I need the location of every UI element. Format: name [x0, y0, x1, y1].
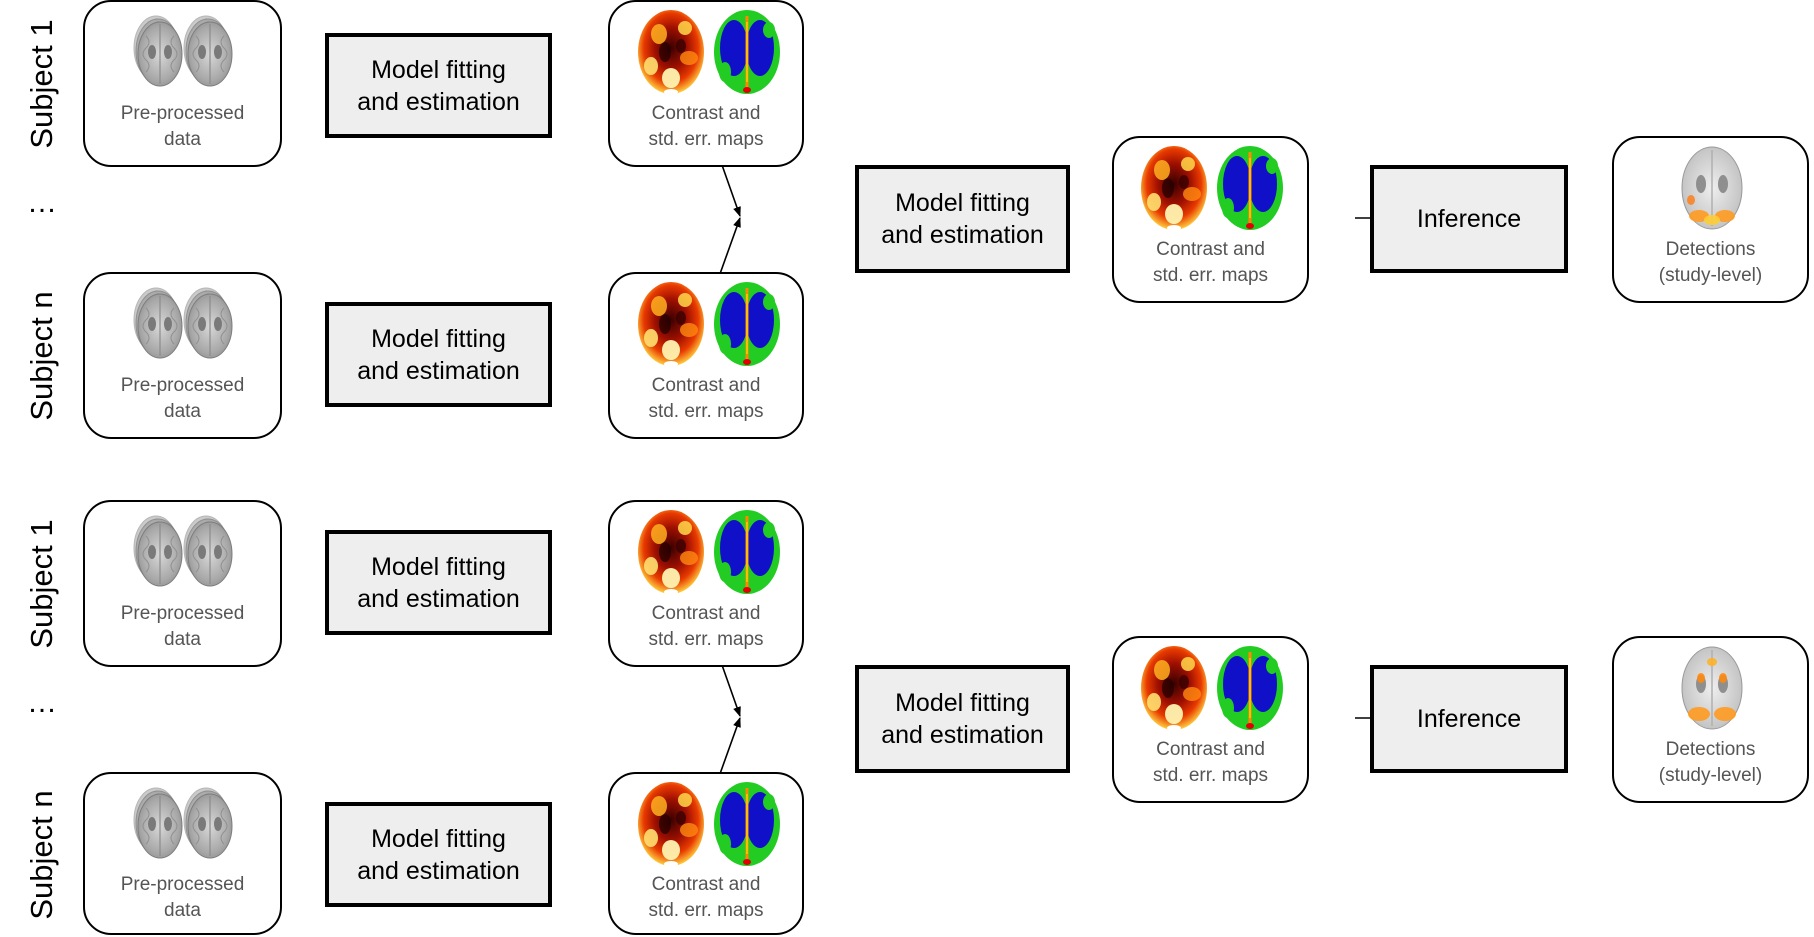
contrast-and-stderr-brain-maps-icon: [636, 508, 782, 596]
subject-n-label: Subject n: [24, 789, 59, 920]
contrast-and-stderr-brain-maps-icon: [636, 280, 782, 368]
contrast-and-stderr-brain-maps-icon: [1139, 644, 1285, 732]
contrast-and-stderr-brain-maps-icon: [636, 8, 782, 96]
detections-caption: Detections(study-level): [1658, 239, 1763, 286]
grayscale-brain-volume-icon: [130, 6, 240, 96]
inference-box: Inference: [1370, 665, 1568, 773]
brain-activation-detections-icon: [1681, 646, 1743, 730]
grayscale-brain-volume-icon: [130, 506, 240, 596]
grayscale-brain-volume-icon: [130, 278, 240, 368]
contrast-and-stderr-brain-maps-icon: [636, 780, 782, 868]
subject-1-label: Subject 1: [24, 518, 59, 649]
contrast-and-stderr-brain-maps-icon: [1139, 144, 1285, 232]
grayscale-brain-volume-icon: [130, 778, 240, 868]
subject-1-label: Subject 1: [24, 18, 59, 149]
subject-n-label: Subject n: [24, 290, 59, 421]
brain-activation-detections-icon: [1681, 146, 1743, 230]
inference-box: Inference: [1370, 165, 1568, 273]
detections-caption: Detections(study-level): [1658, 739, 1763, 786]
detections-box: Detections(study-level): [1612, 636, 1809, 803]
subjects-ellipsis: …: [27, 186, 57, 219]
subjects-ellipsis: …: [27, 686, 57, 719]
detections-box: Detections(study-level): [1612, 136, 1809, 303]
